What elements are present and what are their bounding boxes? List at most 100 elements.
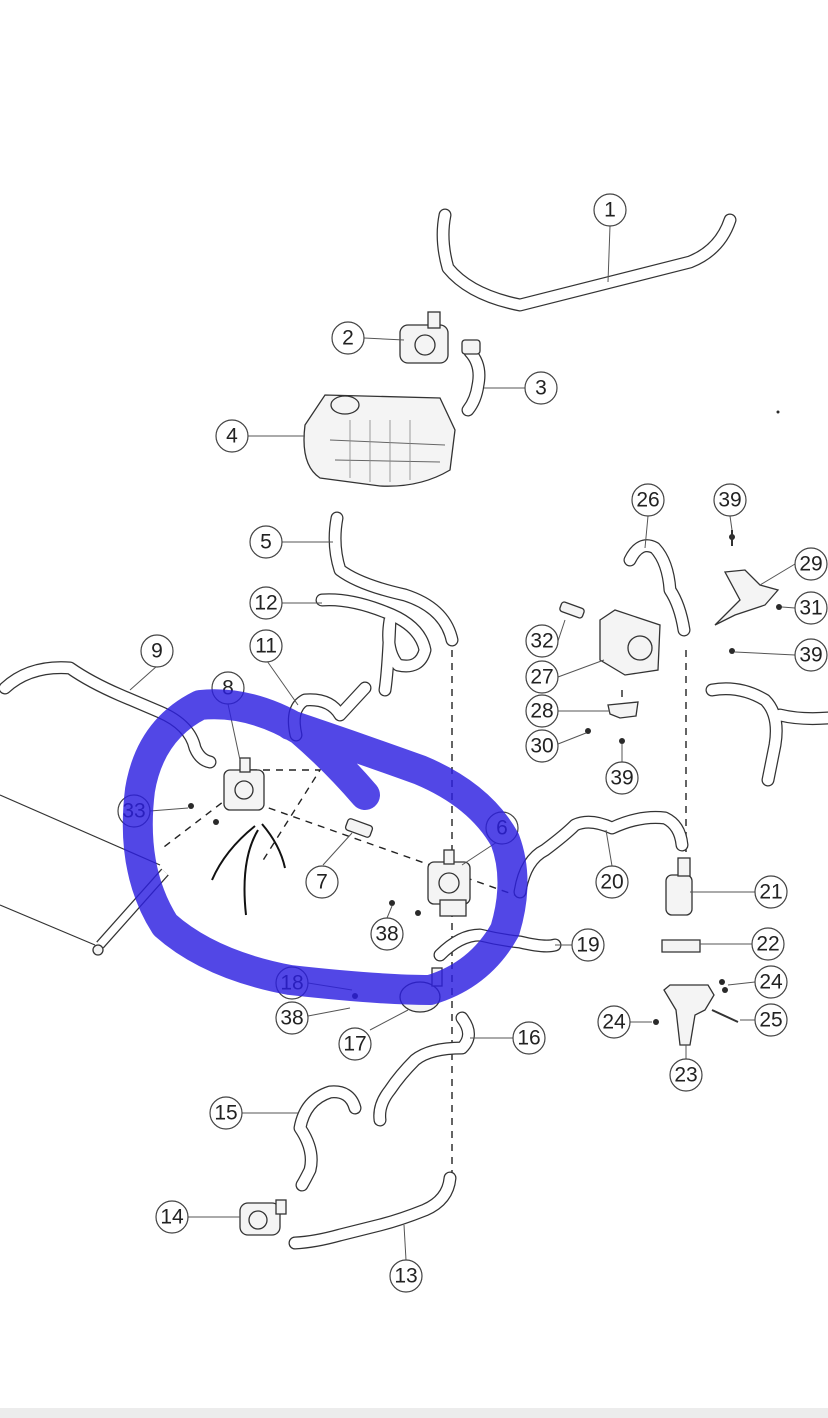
svg-text:32: 32 (530, 630, 553, 653)
svg-text:25: 25 (759, 1009, 782, 1032)
pump-8 (223, 757, 265, 811)
callout-27: 27 (525, 660, 559, 694)
hose-9 (0, 661, 217, 769)
svg-text:13: 13 (394, 1265, 417, 1288)
svg-text:11: 11 (255, 635, 277, 658)
callout-20: 20 (595, 865, 629, 899)
callout-19: 19 (571, 928, 605, 962)
callout-22: 22 (751, 927, 785, 961)
callout-26: 26 (631, 483, 665, 517)
svg-text:5: 5 (260, 531, 272, 554)
callout-25: 25 (754, 1003, 788, 1037)
callout-12: 12 (249, 586, 283, 620)
callout-24-left: 24 (597, 1005, 631, 1039)
svg-text:22: 22 (756, 933, 779, 956)
svg-text:1: 1 (604, 199, 616, 222)
callout-29: 29 (794, 547, 828, 581)
hose-12 (315, 593, 432, 697)
svg-text:38: 38 (375, 923, 398, 946)
hose-1 (436, 208, 737, 312)
svg-text:15: 15 (214, 1102, 237, 1125)
fitting-32 (559, 601, 585, 619)
callout-17: 17 (338, 1027, 372, 1061)
callout-4: 4 (215, 419, 249, 453)
callout-39-mid: 39 (605, 761, 639, 795)
svg-text:16: 16 (517, 1027, 540, 1050)
callout-38-lower: 38 (275, 1001, 309, 1035)
pump-2 (399, 311, 449, 364)
svg-text:4: 4 (226, 425, 238, 448)
bolt-25 (711, 1009, 739, 1023)
svg-text:39: 39 (718, 489, 741, 512)
callout-23: 23 (669, 1058, 703, 1092)
callout-39-right: 39 (794, 638, 828, 672)
callout-13: 13 (389, 1259, 423, 1293)
heater-27 (599, 609, 661, 676)
callout-39-top: 39 (713, 483, 747, 517)
valve-21 (665, 857, 693, 916)
svg-text:8: 8 (222, 677, 234, 700)
fitting-7 (344, 818, 374, 838)
pen-scribble (211, 823, 286, 916)
hose-5 (328, 511, 459, 647)
hose-16 (373, 1011, 475, 1127)
hose-13 (288, 1171, 457, 1250)
svg-text:9: 9 (151, 640, 163, 663)
svg-text:31: 31 (799, 597, 822, 620)
svg-text:24: 24 (602, 1011, 626, 1034)
callout-3: 3 (524, 371, 558, 405)
svg-text:17: 17 (343, 1033, 366, 1056)
callout-38-upper: 38 (370, 917, 404, 951)
callout-5: 5 (249, 525, 283, 559)
hardware-small (188, 410, 782, 1025)
bottom-edge (0, 1408, 828, 1418)
highlight-annotation (122, 689, 528, 1005)
leader-lines (129, 225, 796, 1261)
svg-text:19: 19 (576, 934, 599, 957)
hoses (0, 208, 828, 1250)
hose-15 (293, 1085, 362, 1192)
svg-text:2: 2 (342, 327, 354, 350)
bracket-29 (714, 569, 780, 626)
svg-text:14: 14 (160, 1206, 184, 1229)
svg-text:23: 23 (674, 1064, 697, 1087)
svg-text:21: 21 (759, 881, 782, 904)
hose-20 (513, 811, 689, 899)
blue-marker-circle (122, 689, 528, 1005)
callout-21: 21 (754, 875, 788, 909)
svg-text:29: 29 (799, 553, 822, 576)
callout-32: 32 (525, 624, 559, 658)
hose-26 (623, 539, 691, 637)
callout-11: 11 (249, 629, 283, 663)
callout-28: 28 (525, 694, 559, 728)
callout-1: 1 (593, 193, 627, 227)
pump-14 (239, 1199, 287, 1236)
svg-text:39: 39 (610, 767, 633, 790)
callout-14: 14 (155, 1200, 189, 1234)
svg-text:38: 38 (280, 1007, 303, 1030)
pump-6 (427, 849, 471, 917)
svg-text:12: 12 (254, 592, 277, 615)
callout-15: 15 (209, 1096, 243, 1130)
bracket-23 (663, 984, 715, 1046)
svg-text:7: 7 (316, 871, 328, 894)
clip-22 (661, 939, 701, 953)
callout-30: 30 (525, 729, 559, 763)
callout-31: 31 (794, 591, 828, 625)
callout-7: 7 (305, 865, 339, 899)
svg-text:28: 28 (530, 700, 553, 723)
callout-24-right: 24 (754, 965, 788, 999)
svg-text:20: 20 (600, 871, 623, 894)
components (188, 311, 782, 1236)
callout-2: 2 (331, 321, 365, 355)
svg-text:30: 30 (530, 735, 553, 758)
callout-16: 16 (512, 1021, 546, 1055)
bracket-28 (607, 701, 639, 719)
expansion-tank-4 (303, 394, 456, 487)
svg-text:3: 3 (535, 377, 547, 400)
svg-text:27: 27 (530, 666, 553, 689)
hose-3 (461, 345, 486, 417)
assembly-dashed-lines (159, 650, 687, 1175)
svg-text:26: 26 (636, 489, 659, 512)
